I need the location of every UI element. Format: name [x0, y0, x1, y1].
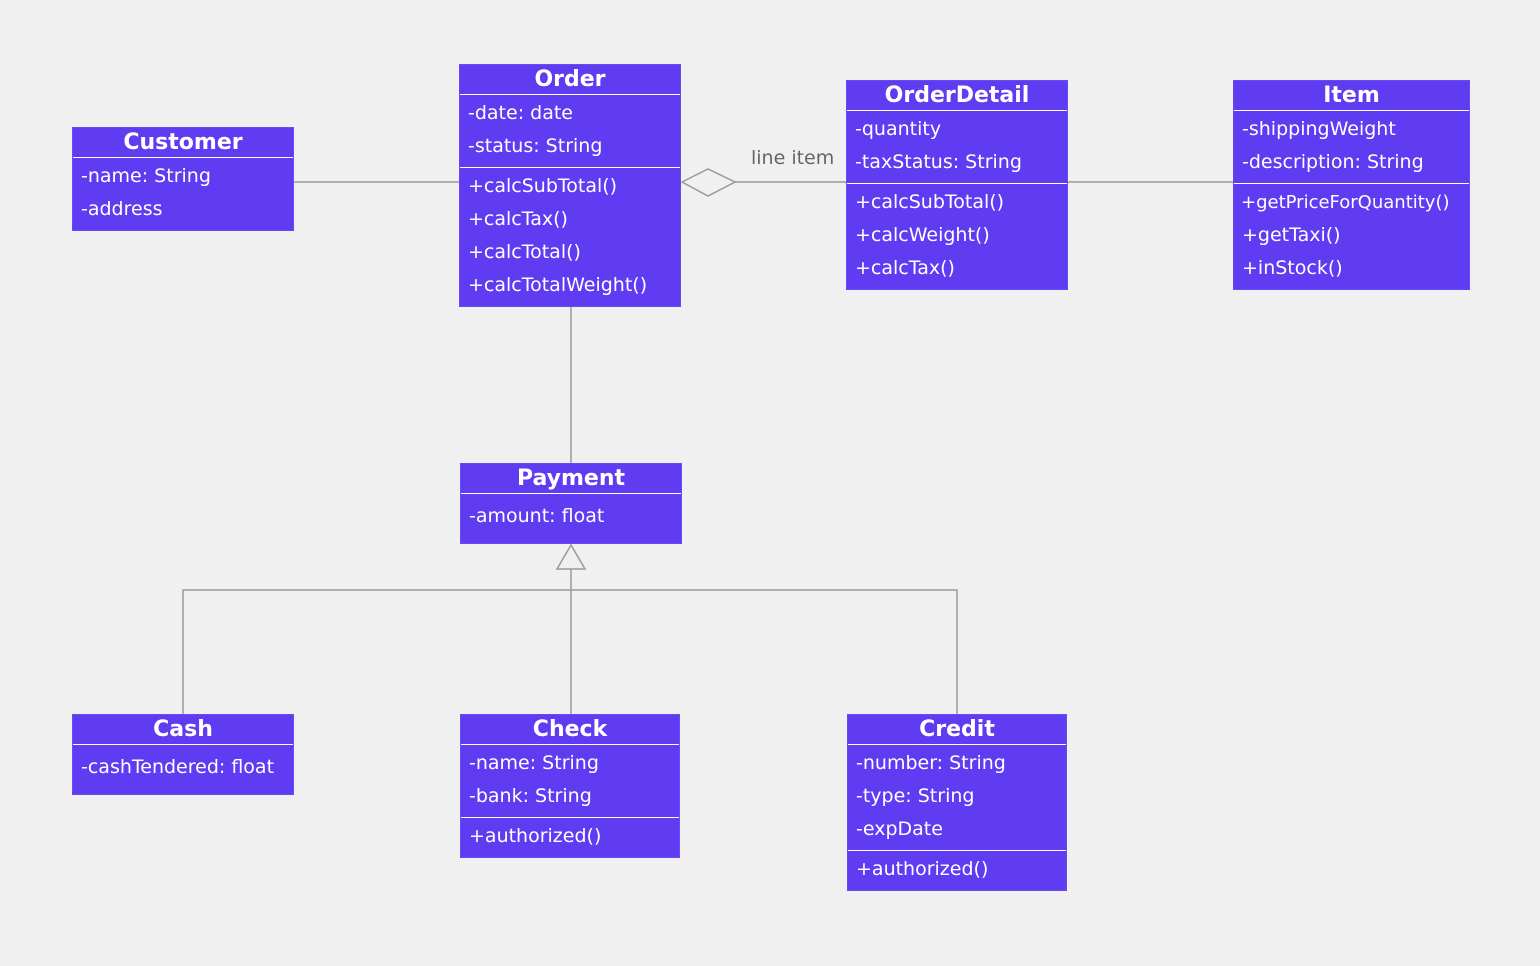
line-item-label: line item — [751, 147, 835, 169]
attribute: -date: date — [468, 102, 573, 124]
class-cash[interactable]: Cash -cashTendered: float — [72, 714, 294, 795]
attributes-section: -quantity -taxStatus: String — [847, 111, 1067, 183]
class-orderdetail[interactable]: OrderDetail -quantity -taxStatus: String… — [846, 80, 1068, 290]
class-item[interactable]: Item -shippingWeight -description: Strin… — [1233, 80, 1470, 290]
class-name: Customer — [73, 128, 293, 158]
aggregation-diamond — [680, 168, 737, 197]
attributes-section: -amount: float — [461, 494, 681, 543]
generalization-arrowhead — [555, 543, 587, 570]
method: +authorized() — [469, 825, 602, 847]
method: +calcWeight() — [855, 224, 990, 246]
methods-section: +calcSubTotal() +calcWeight() +calcTax() — [847, 183, 1067, 289]
class-name: Item — [1234, 81, 1469, 111]
attribute: -amount: float — [469, 505, 605, 527]
class-name: OrderDetail — [847, 81, 1067, 111]
class-payment[interactable]: Payment -amount: float — [460, 463, 682, 544]
attributes-section: -cashTendered: float — [73, 745, 293, 794]
method: +getTaxi() — [1242, 224, 1341, 246]
method: +calcTax() — [468, 208, 568, 230]
attributes-section: -date: date -status: String — [460, 95, 680, 167]
attribute: -address — [81, 198, 163, 220]
attribute: -taxStatus: String — [855, 151, 1022, 173]
attribute: -shippingWeight — [1242, 118, 1396, 140]
class-check[interactable]: Check -name: String -bank: String +autho… — [460, 714, 680, 858]
method: +calcTax() — [855, 257, 955, 279]
method: +calcSubTotal() — [468, 175, 618, 197]
class-name: Order — [460, 65, 680, 95]
attributes-section: -shippingWeight -description: String — [1234, 111, 1469, 183]
attribute: -description: String — [1242, 151, 1424, 173]
method: +calcTotalWeight() — [468, 274, 648, 296]
methods-section: +getPriceForQuantity() +getTaxi() +inSto… — [1234, 183, 1469, 289]
attributes-section: -name: String -bank: String — [461, 745, 679, 817]
class-name: Check — [461, 715, 679, 745]
class-name: Payment — [461, 464, 681, 494]
method: +getPriceForQuantity() — [1241, 192, 1450, 213]
methods-section: +authorized() — [461, 817, 679, 857]
class-name: Cash — [73, 715, 293, 745]
attribute: -expDate — [856, 818, 943, 840]
method: +calcTotal() — [468, 241, 581, 263]
attribute: -quantity — [855, 118, 942, 140]
attribute: -status: String — [468, 135, 603, 157]
method: +calcSubTotal() — [855, 191, 1005, 213]
methods-section: +authorized() — [848, 850, 1066, 890]
method: +authorized() — [856, 858, 989, 880]
class-order[interactable]: Order -date: date -status: String +calcS… — [459, 64, 681, 307]
class-name: Credit — [848, 715, 1066, 745]
attribute: -name: String — [81, 165, 211, 187]
attributes-section: -number: String -type: String -expDate — [848, 745, 1066, 850]
generalization-tree — [182, 589, 958, 714]
methods-section: +calcSubTotal() +calcTax() +calcTotal() … — [460, 167, 680, 306]
attribute: -name: String — [469, 752, 599, 774]
attribute: -type: String — [856, 785, 975, 807]
attributes-section: -name: String -address — [73, 158, 293, 230]
attribute: -bank: String — [469, 785, 592, 807]
class-credit[interactable]: Credit -number: String -type: String -ex… — [847, 714, 1067, 891]
attribute: -cashTendered: float — [81, 756, 275, 778]
method: +inStock() — [1242, 257, 1343, 279]
class-customer[interactable]: Customer -name: String -address — [72, 127, 294, 231]
attribute: -number: String — [856, 752, 1006, 774]
